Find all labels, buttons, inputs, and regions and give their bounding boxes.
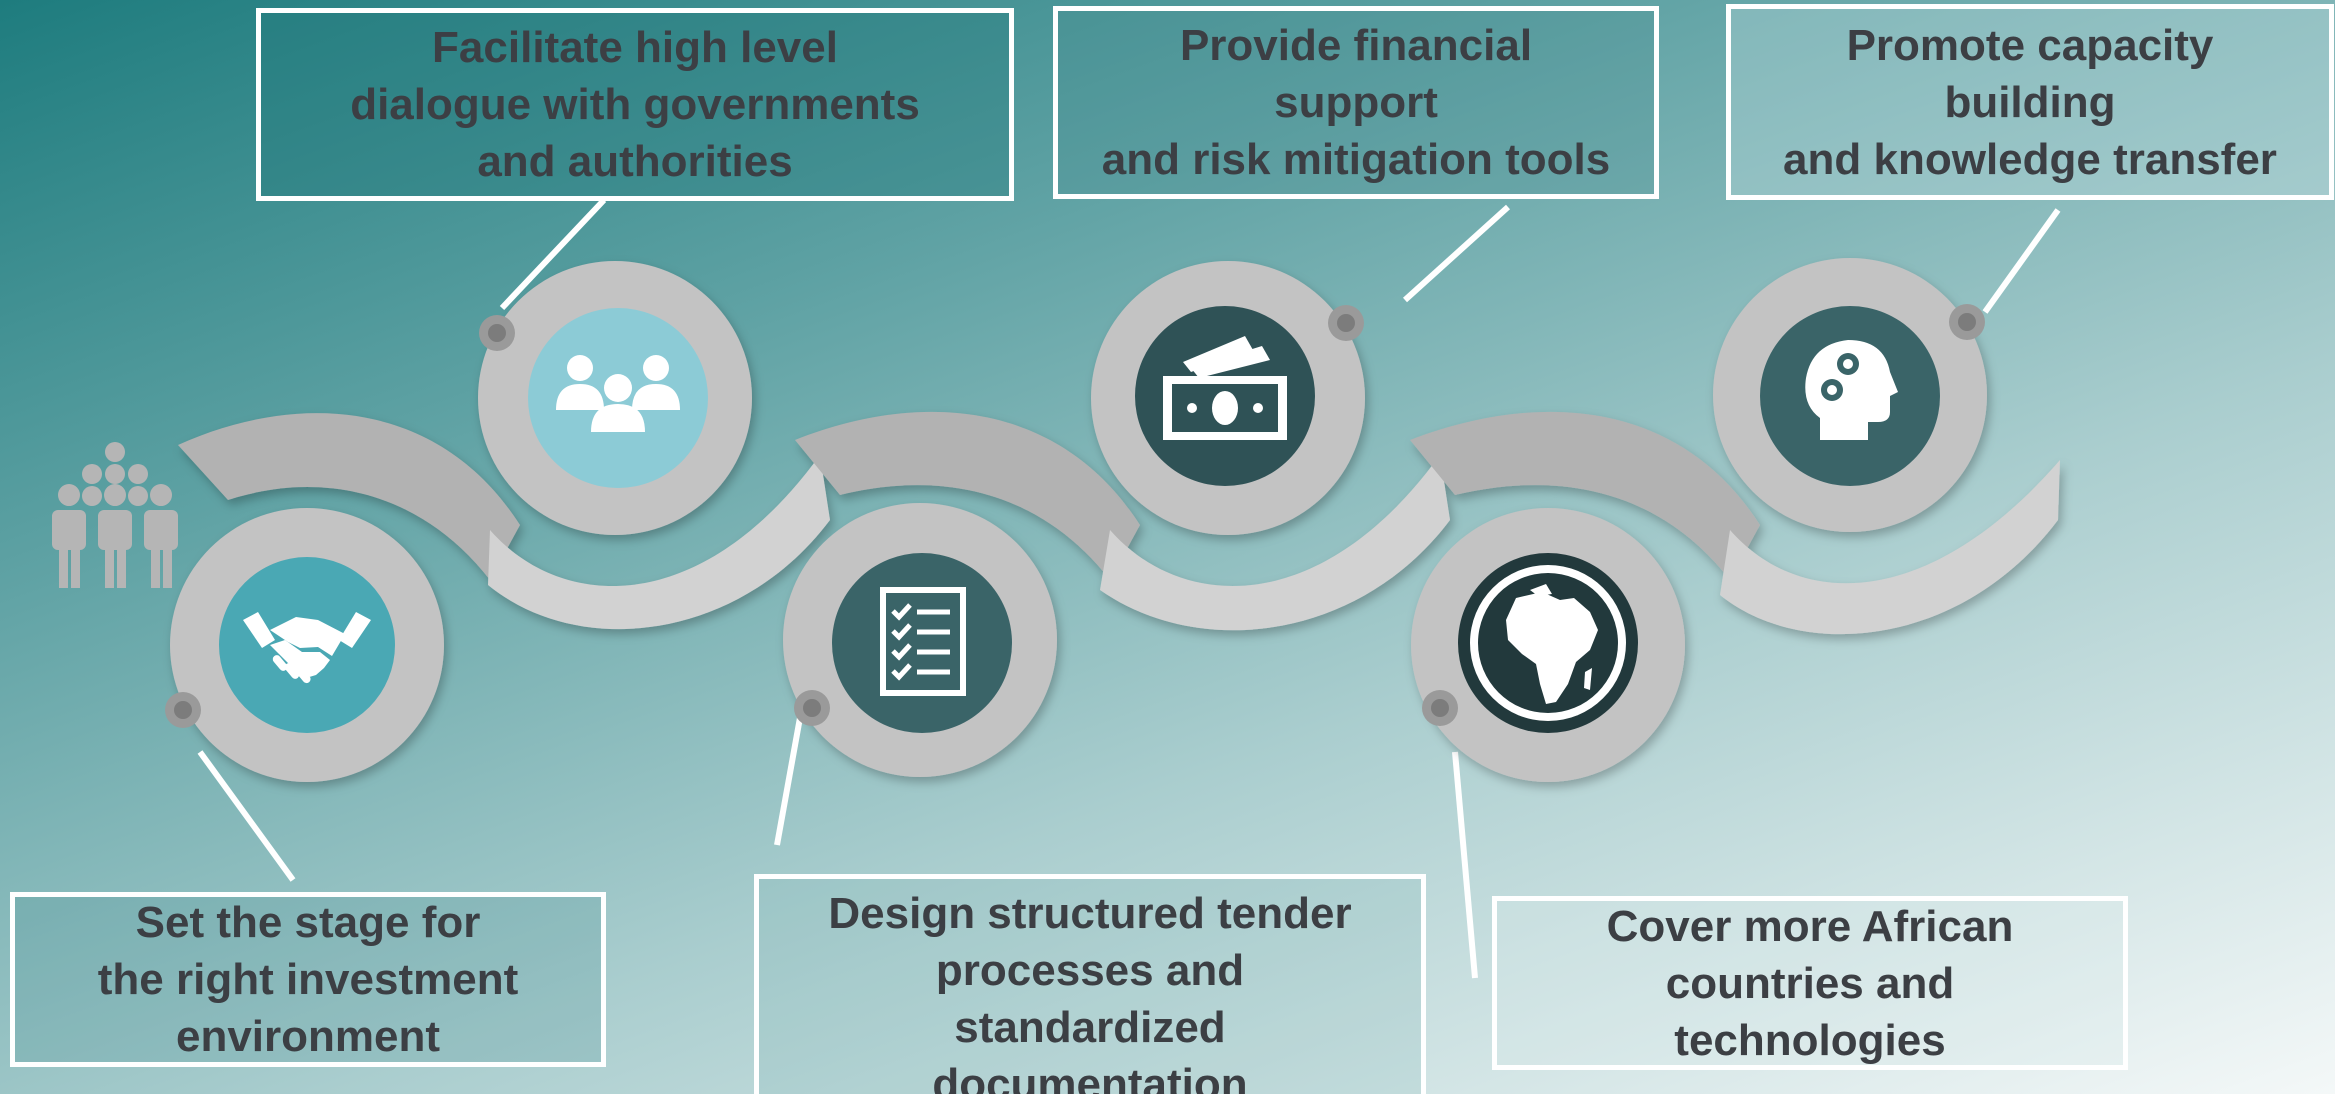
- step-3-box: Design structured tender processes and s…: [754, 874, 1426, 1094]
- people-tree-icon: [52, 442, 178, 588]
- step-3-text: Design structured tender processes and s…: [828, 889, 1352, 1094]
- head-gears-icon: [1805, 340, 1898, 440]
- step-1-text: Set the stage for the right investment e…: [97, 898, 519, 1061]
- people-group-icon: [556, 355, 680, 432]
- step-2-node: [478, 261, 752, 535]
- step-4-box: Provide financial support and risk mitig…: [1053, 6, 1659, 199]
- money-icon: [1163, 336, 1287, 440]
- step-1-node: [165, 508, 444, 782]
- step-3-node: [783, 503, 1057, 777]
- step-2-text: Facilitate high level dialogue with gove…: [350, 23, 920, 186]
- connector-line-5: [1452, 751, 1478, 979]
- step-2-box: Facilitate high level dialogue with gove…: [256, 8, 1014, 201]
- step-6-box: Promote capacity building and knowledge …: [1726, 4, 2334, 200]
- flow-ribbon: [178, 411, 2060, 635]
- step-4-node: [1091, 261, 1365, 535]
- connector-line-2: [499, 197, 607, 311]
- step-6-node: [1713, 258, 1987, 532]
- connector-line-4: [1402, 204, 1511, 303]
- connector-line-6: [1982, 208, 2061, 314]
- step-5-node: [1411, 508, 1685, 782]
- step-1-box: Set the stage for the right investment e…: [10, 892, 606, 1067]
- step-5-text: Cover more African countries and technol…: [1606, 901, 2014, 1065]
- checklist-icon: [880, 587, 966, 696]
- step-6-text: Promote capacity building and knowledge …: [1783, 20, 2277, 184]
- step-5-box: Cover more African countries and technol…: [1492, 896, 2128, 1070]
- globe-africa-icon: [1470, 565, 1626, 721]
- handshake-icon: [243, 612, 371, 684]
- connector-line-1: [197, 750, 296, 882]
- step-4-text: Provide financial support and risk mitig…: [1101, 21, 1611, 184]
